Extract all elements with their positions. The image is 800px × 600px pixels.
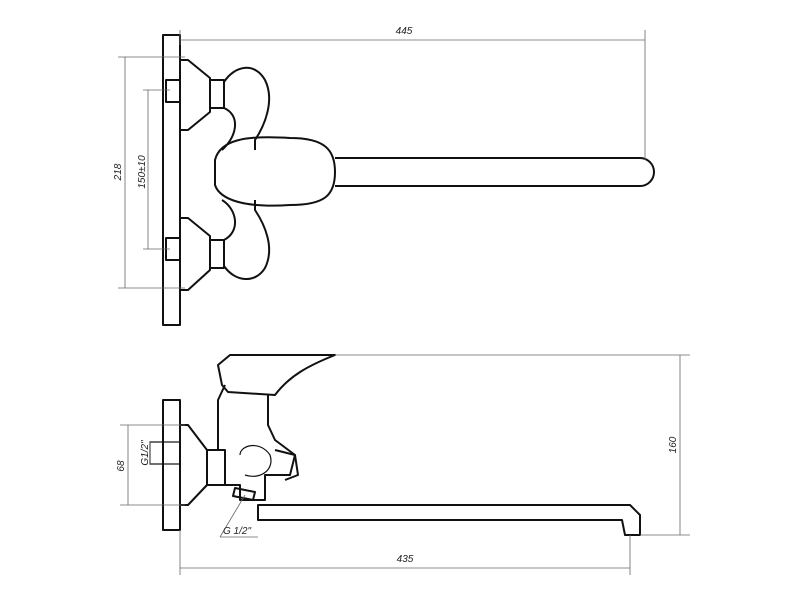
dim-445: 445 [396, 26, 413, 37]
dim-435: 435 [397, 554, 414, 565]
nut-lower [209, 239, 225, 269]
escutcheon-upper [180, 59, 211, 131]
spout [335, 157, 655, 187]
cartridge [239, 445, 272, 477]
dim-68: 68 [116, 460, 127, 472]
spout [257, 504, 641, 536]
escutcheon-lower [180, 217, 211, 291]
nut-upper [209, 79, 225, 109]
inlet-thread-label: G1/2" [140, 440, 151, 466]
outlet-thread-label: G 1/2" [223, 526, 251, 537]
escutcheon [180, 424, 208, 506]
top-view: 445 218 150±10 [113, 26, 655, 326]
wall-plate [162, 34, 181, 326]
dim-160: 160 [668, 436, 679, 453]
nut [206, 449, 226, 486]
dim-218: 218 [113, 163, 124, 181]
inlet-pipe [149, 441, 181, 465]
lever-handle [217, 354, 336, 396]
lever-handle [214, 136, 336, 207]
valve-body [217, 384, 296, 501]
side-view: 68 G1/2" G 1/2" 160 435 [116, 354, 690, 575]
valve-body [221, 66, 271, 280]
inlet-upper [165, 79, 181, 103]
dim-150: 150±10 [137, 155, 148, 189]
outlet-thread [232, 487, 256, 501]
diverter-knob [274, 449, 299, 481]
wall-plate [162, 399, 181, 531]
